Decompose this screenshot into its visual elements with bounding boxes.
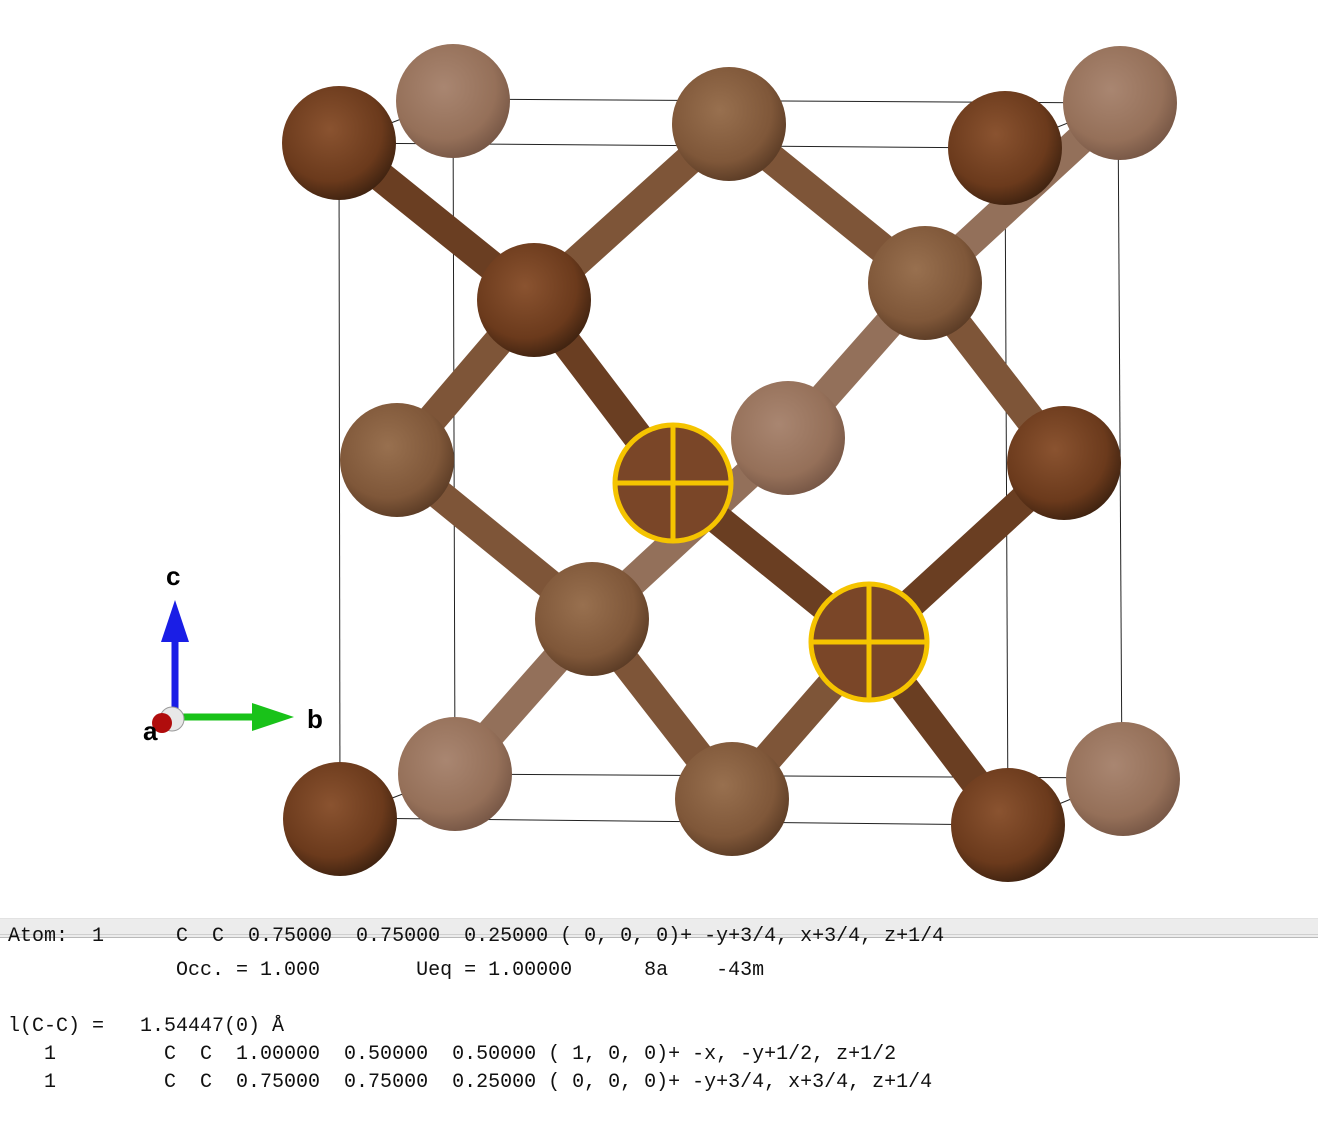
output-line-atom: Atom: 1 C C 0.75000 0.75000 0.25000 ( 0,… [8,925,945,948]
carbon-atom-O[interactable] [675,742,789,856]
axis-triad: c b a [143,561,323,746]
carbon-atom-F[interactable] [477,243,591,357]
selected-atom-J[interactable] [612,422,734,544]
output-line-bond-1: 1 C C 1.00000 0.50000 0.50000 ( 1, 0, 0)… [8,1043,897,1066]
carbon-atom-C[interactable] [672,67,786,181]
carbon-atom-N[interactable] [398,717,512,831]
carbon-atom-R[interactable] [1066,722,1180,836]
selected-atom-M[interactable] [808,581,930,703]
carbon-atom-G[interactable] [868,226,982,340]
carbon-atom-L[interactable] [535,562,649,676]
a-axis-arrowhead [152,713,172,733]
carbon-atom-P[interactable] [283,762,397,876]
carbon-atom-B[interactable] [396,44,510,158]
selected-atoms [612,422,930,703]
output-line-bond-2: 1 C C 0.75000 0.75000 0.25000 ( 0, 0, 0)… [8,1071,933,1094]
c-axis-arrowhead [161,600,189,642]
carbon-atom-D[interactable] [948,91,1062,205]
carbon-atom-E[interactable] [1063,46,1177,160]
atom-layer [282,44,1180,882]
carbon-atom-K[interactable] [1007,406,1121,520]
c-axis-label: c [166,561,180,591]
b-axis-label: b [307,704,323,734]
carbon-atom-I[interactable] [731,381,845,495]
carbon-atom-Q[interactable] [951,768,1065,882]
output-line-bond-length: l(C-C) = 1.54447(0) Å [8,1015,285,1038]
a-axis-label: a [143,716,158,746]
carbon-atom-A[interactable] [282,86,396,200]
crystal-structure-viewport[interactable]: c b a [0,0,1318,918]
output-line-occupancy: Occ. = 1.000 Ueq = 1.00000 8a -43m [8,959,765,982]
pane-splitter[interactable] [0,918,1318,938]
carbon-atom-H[interactable] [340,403,454,517]
crystal-structure-scene[interactable]: c b a [0,0,1318,918]
text-output-pane[interactable]: Atom: 1 C C 0.75000 0.75000 0.25000 ( 0,… [0,925,1318,1126]
b-axis-arrowhead [252,703,294,731]
